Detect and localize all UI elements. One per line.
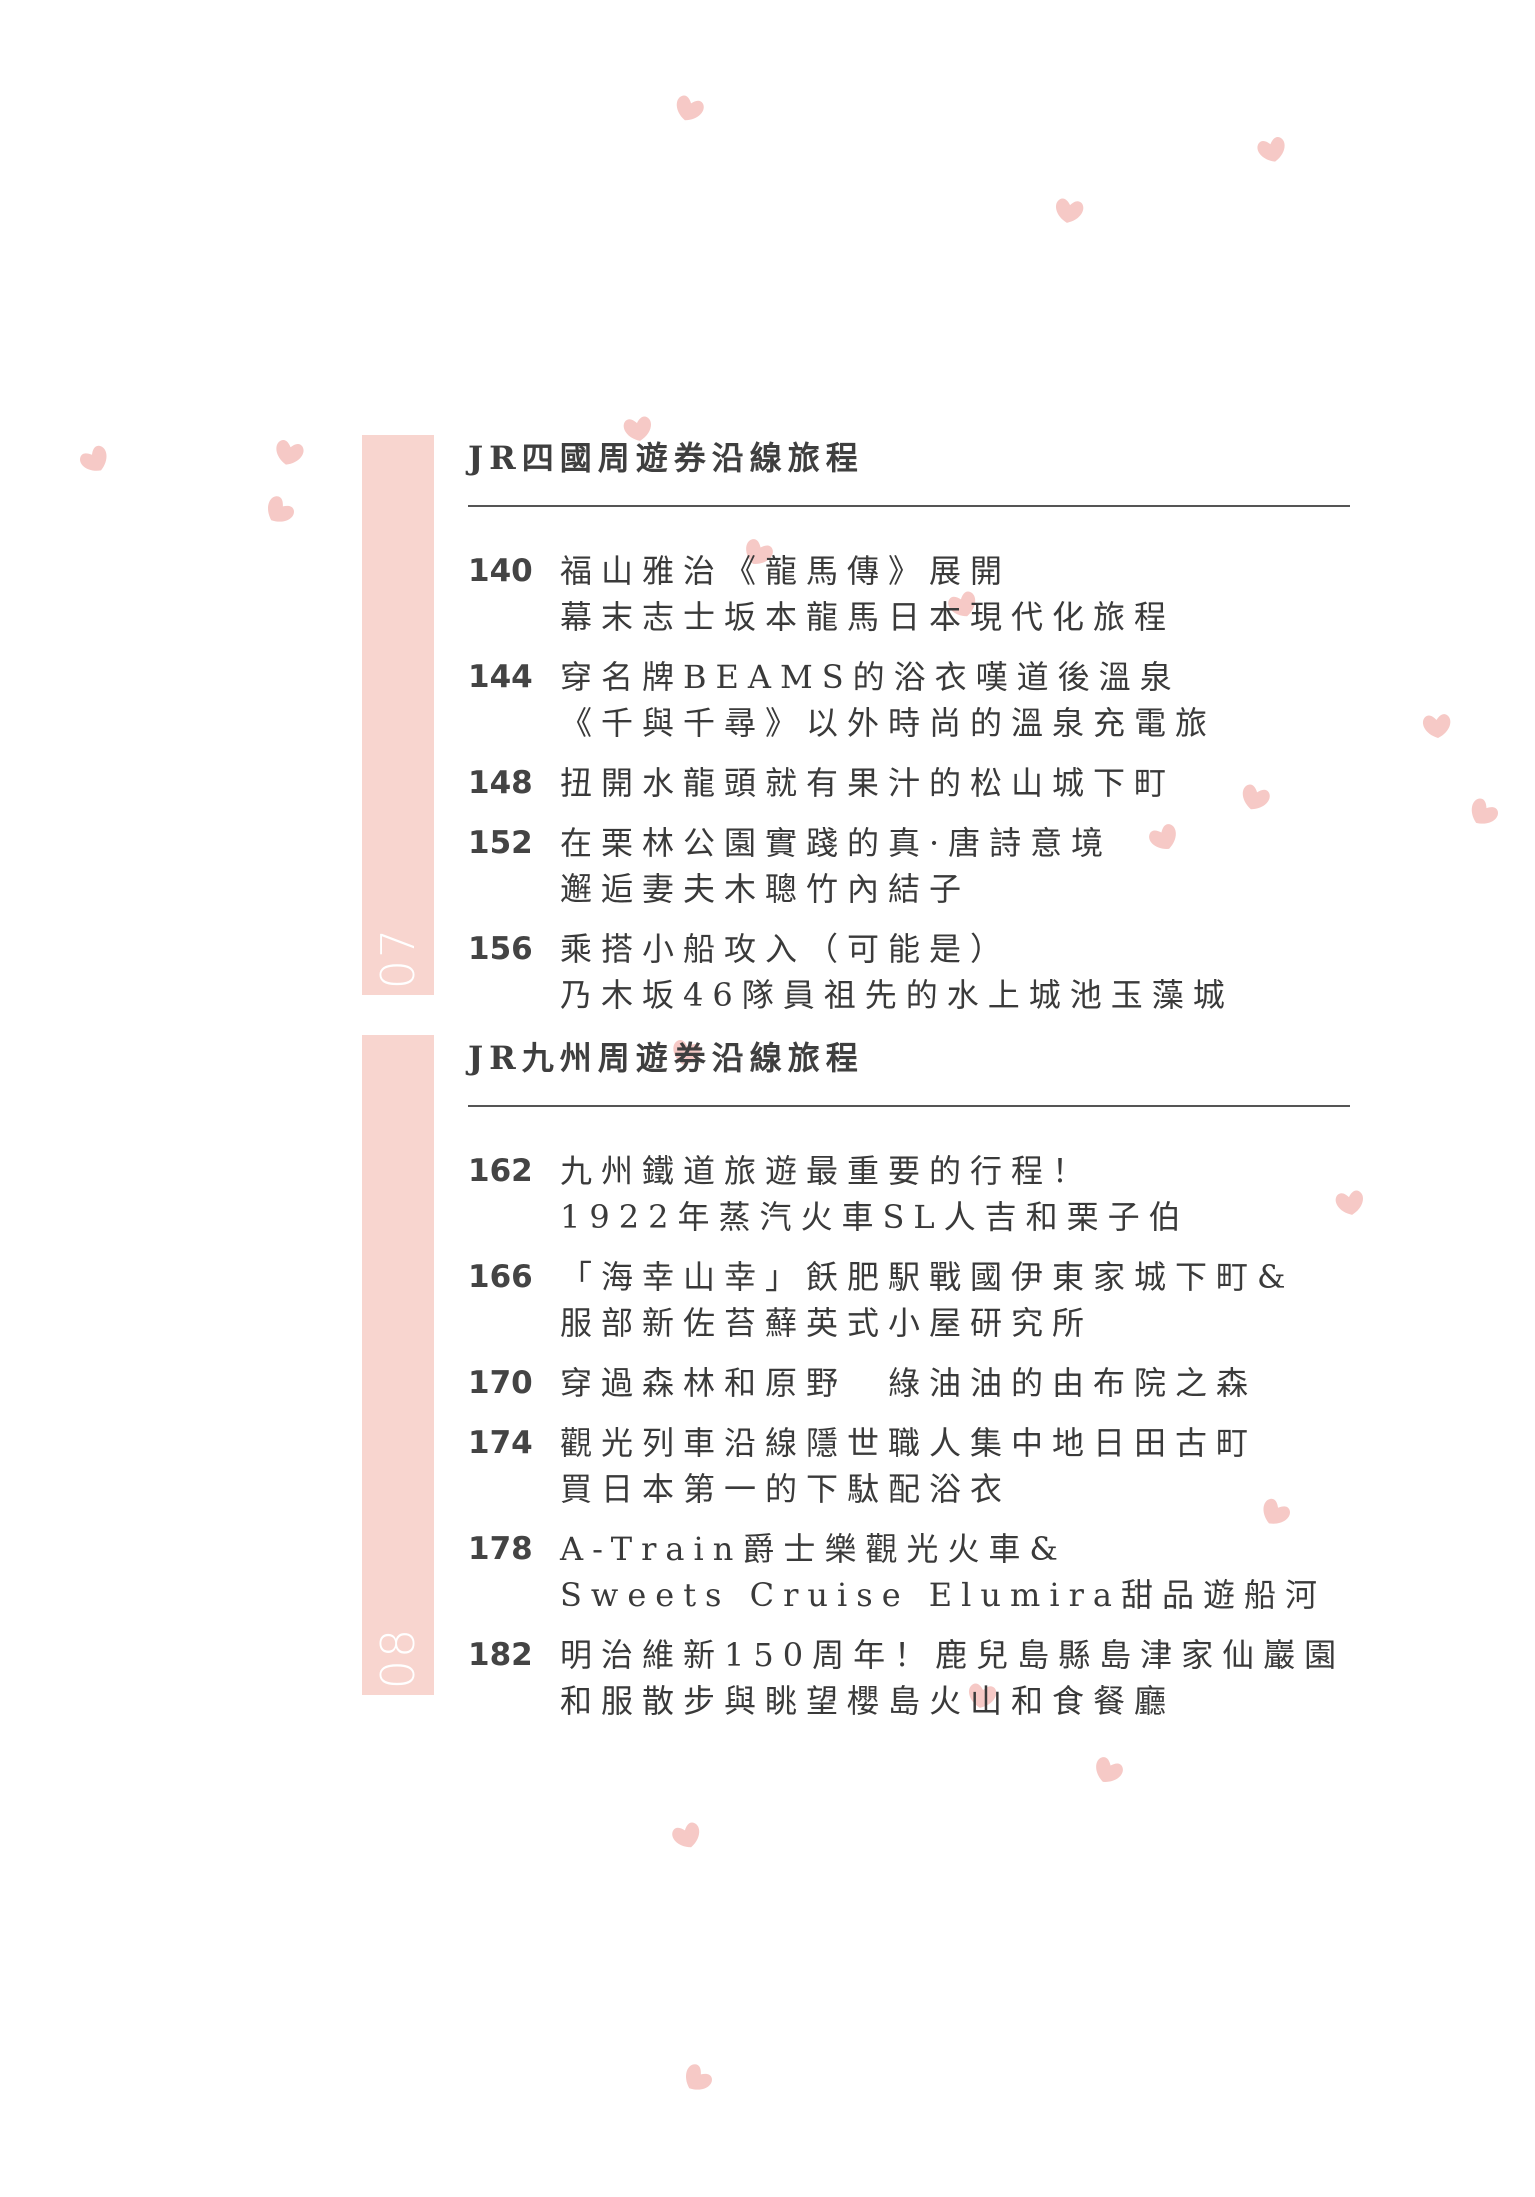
petal-icon: [1471, 798, 1498, 824]
page-number: 144: [468, 659, 533, 695]
entry-title-line: 乘搭小船攻入（可能是）: [560, 930, 1012, 968]
page-number: 140: [468, 553, 533, 589]
petal-icon: [80, 445, 107, 471]
toc-entry[interactable]: 140 福山雅治《龍馬傳》展開 幕末志士坂本龍馬日本現代化旅程: [468, 548, 1368, 640]
toc-entry[interactable]: 182 明治維新150周年！鹿兒島縣島津家仙巖園 和服散步與眺望櫻島火山和食餐廳: [468, 1632, 1368, 1724]
entry-title-line: 邂逅妻夫木聰竹內結子: [560, 870, 971, 908]
page-number: 156: [468, 931, 533, 967]
toc-entry[interactable]: 166 「海幸山幸」飫肥駅戰國伊東家城下町& 服部新佐苔蘚英式小屋研究所: [468, 1254, 1368, 1346]
entry-title-line: 服部新佐苔蘚英式小屋研究所: [560, 1304, 1094, 1342]
entry-title-line: 幕末志士坂本龍馬日本現代化旅程: [560, 598, 1176, 636]
page-number: 170: [468, 1365, 533, 1401]
toc-list: 140 福山雅治《龍馬傳》展開 幕末志士坂本龍馬日本現代化旅程 144 穿名牌B…: [468, 548, 1368, 1032]
entry-title-line: 扭開水龍頭就有果汁的松山城下町: [560, 764, 1176, 802]
entry-title-line: 和服散步與眺望櫻島火山和食餐廳: [560, 1682, 1176, 1720]
section-title: JR九州周遊券沿線旅程: [468, 1039, 864, 1077]
entry-title-line: 福山雅治《龍馬傳》展開: [560, 552, 1012, 590]
entry-title-line: 1922年蒸汽火車SL人吉和栗子伯: [560, 1198, 1190, 1236]
toc-entry[interactable]: 174 觀光列車沿線隱世職人集中地日田古町 買日本第一的下駄配浴衣: [468, 1420, 1368, 1512]
entry-title-line: 穿名牌BEAMS的浴衣嘆道後溫泉: [560, 658, 1181, 696]
page-number: 162: [468, 1153, 533, 1189]
section-band: 07: [362, 435, 434, 995]
section-band: 08: [362, 1035, 434, 1695]
toc-entry[interactable]: 144 穿名牌BEAMS的浴衣嘆道後溫泉 《千與千尋》以外時尚的溫泉充電旅: [468, 654, 1368, 746]
toc-entry[interactable]: 156 乘搭小船攻入（可能是） 乃木坂46隊員祖先的水上城池玉藻城: [468, 926, 1368, 1018]
entry-title-line: 九州鐵道旅遊最重要的行程！: [560, 1152, 1094, 1190]
entry-title-line: 「海幸山幸」飫肥駅戰國伊東家城下町&: [560, 1258, 1295, 1296]
section-number: 08: [371, 1626, 425, 1690]
petal-icon: [276, 440, 304, 465]
section-number: 07: [371, 926, 425, 990]
entry-title-line: 《千與千尋》以外時尚的溫泉充電旅: [560, 704, 1217, 742]
petal-icon: [686, 2064, 712, 2090]
page-number: 182: [468, 1637, 533, 1673]
page-number: 166: [468, 1259, 533, 1295]
section-title: JR四國周遊券沿線旅程: [468, 439, 864, 477]
section-divider: [468, 1105, 1350, 1107]
petal-icon: [672, 1822, 700, 1848]
petal-icon: [268, 496, 294, 522]
entry-title-line: 買日本第一的下駄配浴衣: [560, 1470, 1012, 1508]
section-divider: [468, 505, 1350, 507]
petal-icon: [1422, 714, 1451, 738]
petal-icon: [1055, 198, 1084, 223]
entry-title-line: A-Train爵士樂觀光火車&: [560, 1530, 1067, 1568]
page-number: 178: [468, 1531, 533, 1567]
entry-title-line: 乃木坂46隊員祖先的水上城池玉藻城: [560, 976, 1234, 1014]
entry-title-line: 觀光列車沿線隱世職人集中地日田古町: [560, 1424, 1258, 1462]
toc-entry[interactable]: 152 在栗林公園實踐的真·唐詩意境 邂逅妻夫木聰竹內結子: [468, 820, 1368, 912]
entry-title-line: Sweets Cruise Elumira甜品遊船河: [560, 1576, 1326, 1614]
petal-icon: [1257, 137, 1285, 162]
petal-icon: [676, 95, 704, 121]
toc-entry[interactable]: 170 穿過森林和原野 綠油油的由布院之森: [468, 1360, 1368, 1406]
entry-title-line: 穿過森林和原野 綠油油的由布院之森: [560, 1364, 1258, 1402]
page-number: 152: [468, 825, 533, 861]
toc-entry[interactable]: 162 九州鐵道旅遊最重要的行程！ 1922年蒸汽火車SL人吉和栗子伯: [468, 1148, 1368, 1240]
toc-entry[interactable]: 148 扭開水龍頭就有果汁的松山城下町: [468, 760, 1368, 806]
petal-icon: [1096, 1757, 1123, 1782]
toc-entry[interactable]: 178 A-Train爵士樂觀光火車& Sweets Cruise Elumir…: [468, 1526, 1368, 1618]
page-number: 174: [468, 1425, 533, 1461]
entry-title-line: 在栗林公園實踐的真·唐詩意境: [560, 824, 1113, 862]
entry-title-line: 明治維新150周年！鹿兒島縣島津家仙巖園: [560, 1636, 1346, 1674]
toc-list: 162 九州鐵道旅遊最重要的行程！ 1922年蒸汽火車SL人吉和栗子伯 166 …: [468, 1148, 1368, 1738]
page-number: 148: [468, 765, 533, 801]
